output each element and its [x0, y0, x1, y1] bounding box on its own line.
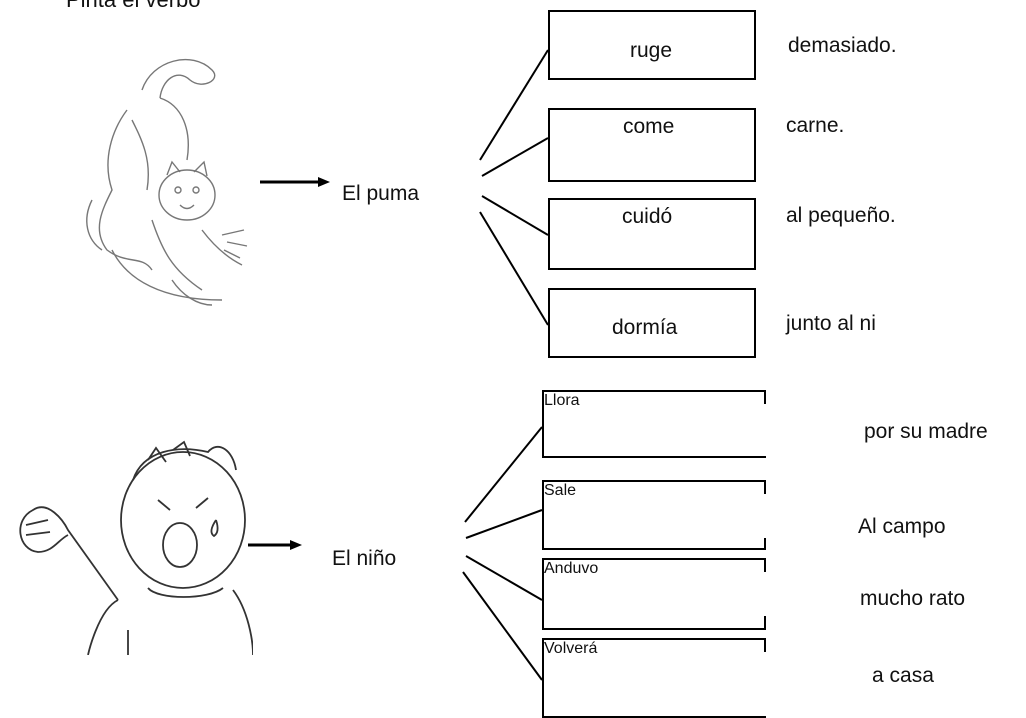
- verb-box-nino-4[interactable]: Volverá: [542, 638, 766, 718]
- complement-nino-2: Al campo: [858, 515, 946, 538]
- verb-box-puma-2[interactable]: come: [548, 108, 756, 182]
- verb-label: come: [623, 115, 675, 138]
- puma-illustration-icon: [86, 58, 248, 306]
- verb-box-nino-1[interactable]: Llora: [542, 390, 766, 458]
- subject-puma: El puma: [342, 182, 420, 205]
- complement-puma-4: junto al ni: [786, 312, 876, 335]
- verb-box-nino-2[interactable]: Sale: [542, 480, 766, 550]
- verb-box-nino-3[interactable]: Anduvo: [542, 558, 766, 630]
- verb-label: dormía: [612, 316, 678, 339]
- verb-label: Llora: [544, 392, 580, 409]
- complement-puma-1: demasiado.: [788, 34, 897, 57]
- instruction-title: Pinta el verbo: [66, 0, 201, 13]
- arrow-puma-head: [318, 177, 330, 187]
- complement-puma-2: carne.: [786, 114, 845, 137]
- line-puma-2: [481, 137, 549, 177]
- line-puma-4: [479, 211, 549, 326]
- verb-label: Volverá: [544, 640, 598, 657]
- verb-box-puma-4[interactable]: dormía: [548, 288, 756, 358]
- line-nino-1: [464, 426, 543, 523]
- line-puma-1: [479, 49, 549, 161]
- verb-box-puma-1[interactable]: ruge: [548, 10, 756, 80]
- arrow-nino-head: [290, 540, 302, 550]
- complement-nino-4: a casa: [872, 664, 934, 687]
- complement-puma-3: al pequeño.: [786, 204, 896, 227]
- verb-label: Sale: [544, 482, 577, 499]
- complement-nino-1: por su madre: [864, 420, 988, 443]
- line-nino-3: [465, 555, 543, 601]
- line-nino-2: [465, 509, 543, 539]
- line-nino-4: [462, 571, 543, 681]
- complement-nino-3: mucho rato: [860, 587, 966, 610]
- verb-label: cuidó: [622, 205, 673, 228]
- verb-label: Anduvo: [544, 560, 599, 577]
- verb-box-puma-3[interactable]: cuidó: [548, 198, 756, 270]
- verb-label: ruge: [630, 39, 673, 62]
- connector-lines: [248, 49, 549, 681]
- crying-child-illustration-icon: [19, 440, 253, 655]
- subject-nino: El niño: [332, 547, 397, 570]
- line-puma-3: [481, 195, 549, 236]
